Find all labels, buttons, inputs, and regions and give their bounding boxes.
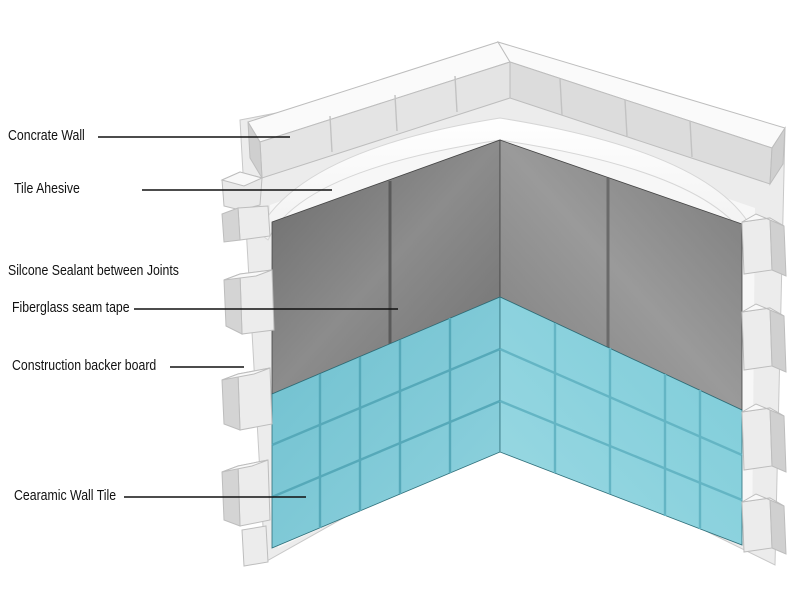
label-ceramic-tile: Cearamic Wall Tile (14, 487, 116, 505)
label-backer-board: Construction backer board (12, 357, 156, 375)
label-tile-adhesive: Tile Ahesive (14, 180, 80, 198)
label-concrete-wall: Concrate Wall (8, 127, 85, 145)
label-silicone-sealant: Silcone Sealant between Joints (8, 262, 179, 280)
label-fiberglass-tape: Fiberglass seam tape (12, 299, 130, 317)
concrete-beam-second (222, 172, 262, 210)
